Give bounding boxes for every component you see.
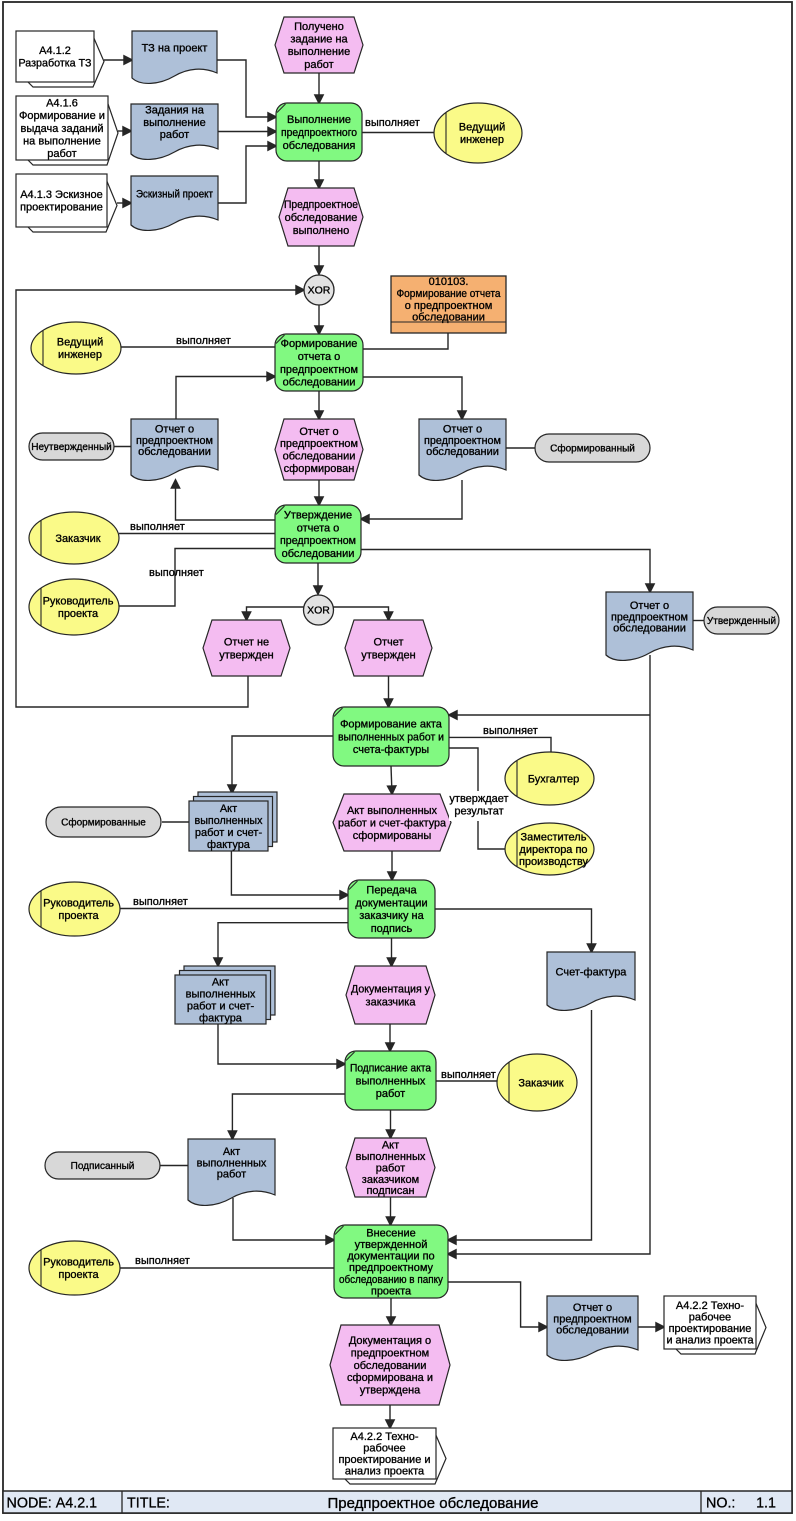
- svg-text:Сформированные: Сформированные: [61, 817, 146, 829]
- svg-text:Неутвержденный: Неутвержденный: [31, 442, 111, 453]
- svg-text:Предпроектное обследование: Предпроектное обследование: [327, 1495, 538, 1512]
- svg-text:результат: результат: [454, 806, 503, 818]
- svg-text:выполняет: выполняет: [130, 521, 185, 533]
- svg-text:XOR: XOR: [307, 605, 330, 617]
- svg-text:выполняет: выполняет: [483, 725, 538, 737]
- svg-text:XOR: XOR: [308, 285, 331, 297]
- svg-text:утверждает: утверждает: [449, 793, 508, 805]
- svg-text:NO.:: NO.:: [706, 1496, 735, 1512]
- svg-text:Сформированный: Сформированный: [550, 443, 635, 455]
- svg-text:Счет-фактура: Счет-фактура: [556, 966, 628, 978]
- svg-text:TITLE:: TITLE:: [127, 1496, 170, 1512]
- svg-text:выполняет: выполняет: [176, 335, 231, 347]
- svg-text:Утвержденный: Утвержденный: [707, 616, 776, 627]
- svg-text:Бухгалтер: Бухгалтер: [528, 773, 579, 785]
- svg-text:выполняет: выполняет: [365, 117, 420, 129]
- svg-text:выполняет: выполняет: [135, 1255, 190, 1267]
- svg-text:выполняет: выполняет: [149, 567, 204, 579]
- svg-text:выполняет: выполняет: [441, 1069, 496, 1081]
- svg-text:Заказчик: Заказчик: [518, 1077, 563, 1089]
- svg-text:NODE: А4.2.1: NODE: А4.2.1: [7, 1496, 98, 1512]
- svg-text:1.1: 1.1: [756, 1496, 776, 1512]
- svg-text:Подписанный: Подписанный: [71, 1161, 135, 1172]
- svg-text:выполняет: выполняет: [133, 896, 188, 908]
- svg-text:Эскизный проект: Эскизный проект: [136, 188, 213, 200]
- svg-text:Заказчик: Заказчик: [55, 533, 100, 545]
- svg-text:ТЗ на проект: ТЗ на проект: [142, 42, 208, 54]
